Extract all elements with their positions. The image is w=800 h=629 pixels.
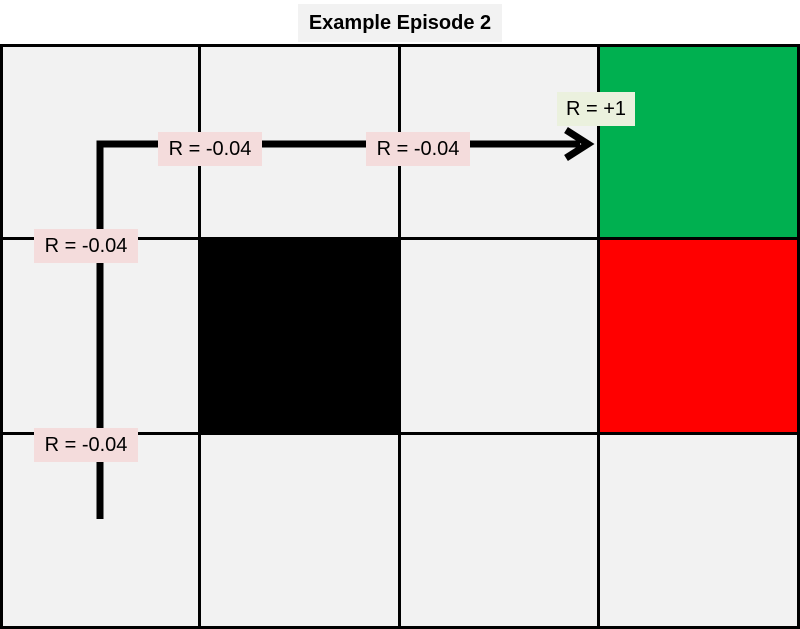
- cell-r2-c3: [600, 435, 800, 629]
- reward-label-terminal: R = +1: [557, 92, 635, 126]
- reward-label-step-4: R = -0.04: [366, 132, 470, 166]
- reward-label-step-2: R = -0.04: [34, 229, 138, 263]
- reward-label-step-1: R = -0.04: [34, 428, 138, 462]
- cell-r1-c2: [401, 240, 600, 435]
- goal-cell: [600, 44, 800, 240]
- pit-cell: [600, 240, 800, 435]
- cell-r2-c0: [0, 435, 201, 629]
- cell-r1-c0: [0, 240, 201, 435]
- diagram-title: Example Episode 2: [298, 4, 502, 42]
- wall-cell: [201, 240, 401, 435]
- cell-r2-c2: [401, 435, 600, 629]
- cell-r2-c1: [201, 435, 401, 629]
- reward-label-step-3: R = -0.04: [158, 132, 262, 166]
